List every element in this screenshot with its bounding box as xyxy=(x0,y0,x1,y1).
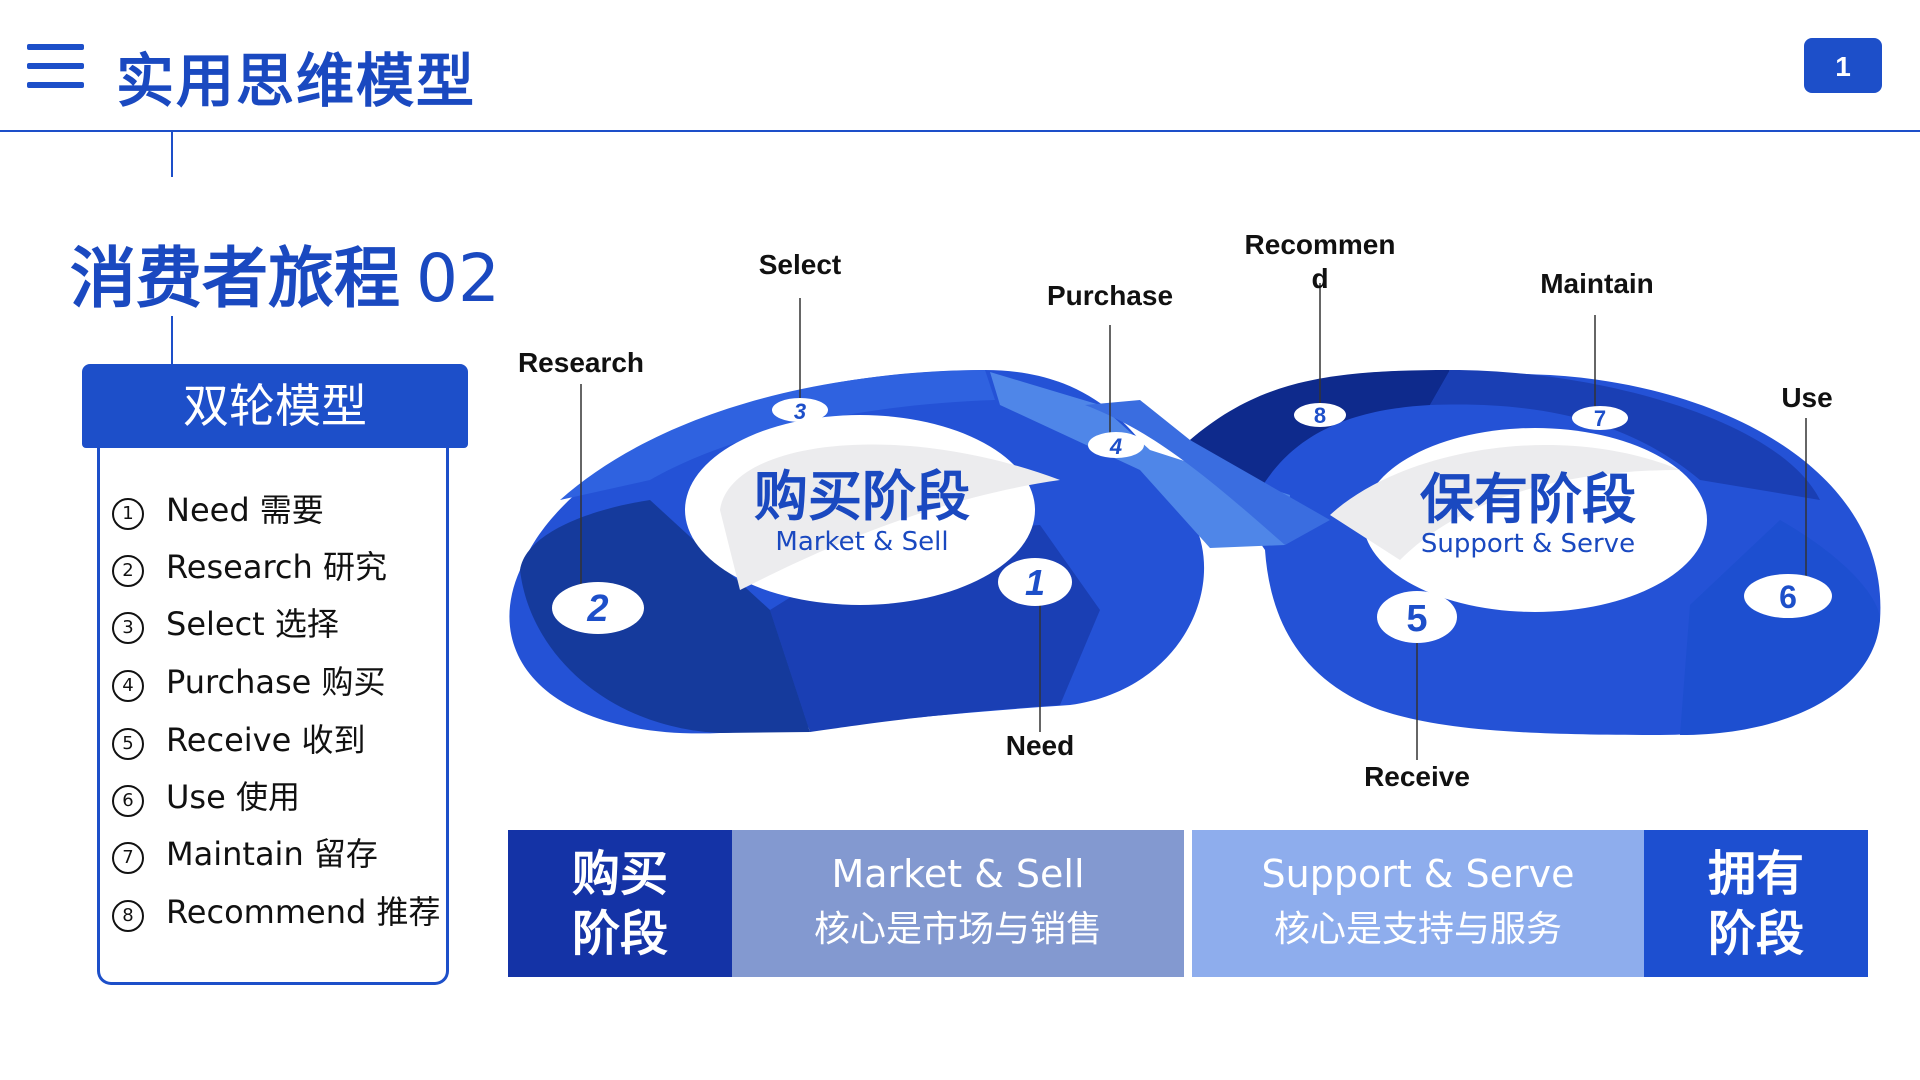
legend-number: 8 xyxy=(112,900,144,932)
left-loop-inner-shadow xyxy=(720,444,1060,590)
right-loop-top-right-band xyxy=(1430,370,1820,500)
support-serve-en: Support & Serve xyxy=(1261,852,1575,896)
legend-item-use: 6 Use 使用 xyxy=(112,777,300,817)
own-stage-block: 拥有 阶段 xyxy=(1644,830,1868,977)
own-stage-line2: 阶段 xyxy=(1707,906,1804,962)
crossing-band-mid xyxy=(1085,400,1330,545)
left-loop-bottom-edge xyxy=(520,500,810,733)
right-loop-top-band xyxy=(1190,370,1450,490)
legend-item-need: 1 Need 需要 xyxy=(112,490,324,530)
model-legend-box xyxy=(97,430,449,985)
left-loop xyxy=(509,370,1205,734)
marker-label: 7 xyxy=(1594,406,1606,431)
marker-label: 6 xyxy=(1779,579,1797,615)
section-title-text: 消费者旅程 xyxy=(70,240,400,317)
legend-number: 3 xyxy=(112,612,144,644)
marker-6: 6 xyxy=(1744,574,1832,618)
legend-label: Maintain 留存 xyxy=(166,835,378,873)
marker-4: 4 xyxy=(1088,432,1144,459)
callout-purchase: Purchase xyxy=(1047,280,1173,311)
page-title: 实用思维模型 xyxy=(116,47,477,115)
own-stage-line1: 拥有 xyxy=(1707,846,1804,902)
legend-label: Receive 收到 xyxy=(166,721,366,759)
legend-number: 1 xyxy=(112,498,144,530)
model-title: 双轮模型 xyxy=(82,364,468,448)
legend-label: Select 选择 xyxy=(166,605,339,643)
header-divider xyxy=(0,130,1920,132)
menu-icon[interactable] xyxy=(27,44,84,88)
callout-receive: Receive xyxy=(1364,761,1470,792)
loop-titles: 购买阶段 Market & Sell 保有阶段 Support & Serve xyxy=(754,465,1636,559)
legend-number: 4 xyxy=(112,670,144,702)
left-loop-top-band xyxy=(560,370,995,500)
marker-3: 3 xyxy=(772,398,828,424)
section-number: 02 xyxy=(416,240,500,317)
marker-label: 4 xyxy=(1109,434,1122,459)
marker-label: 1 xyxy=(1025,562,1045,603)
callout-recommend-line2: d xyxy=(1311,263,1328,294)
support-serve-cn: 核心是支持与服务 xyxy=(1273,909,1562,950)
legend-number: 6 xyxy=(112,785,144,817)
legend-label: Use 使用 xyxy=(166,778,300,816)
buy-stage-line1: 购买 xyxy=(571,846,668,902)
marker-2: 2 xyxy=(552,582,644,634)
right-loop-title: 保有阶段 xyxy=(1420,468,1636,531)
callout-labels: Research Select Purchase Recommen d Main… xyxy=(518,229,1833,792)
callout-need: Need xyxy=(1006,730,1074,761)
legend-item-receive: 5 Receive 收到 xyxy=(112,720,365,760)
marker-5: 5 xyxy=(1377,591,1457,643)
left-loop-subtitle: Market & Sell xyxy=(775,527,948,557)
callout-recommend-line1: Recommen xyxy=(1245,229,1396,260)
market-sell-cn: 核心是市场与销售 xyxy=(813,909,1102,950)
marker-label: 5 xyxy=(1406,598,1427,640)
marker-7: 7 xyxy=(1572,406,1628,431)
buy-stage-line2: 阶段 xyxy=(571,906,668,962)
connector-line-top xyxy=(171,132,173,177)
support-serve-block: Support & Serve 核心是支持与服务 xyxy=(1192,830,1644,977)
connector-line-mid xyxy=(171,316,173,366)
legend-item-maintain: 7 Maintain 留存 xyxy=(112,834,378,874)
right-loop-subtitle: Support & Serve xyxy=(1421,529,1635,559)
legend-number: 7 xyxy=(112,842,144,874)
marker-label: 2 xyxy=(586,588,608,630)
marker-label: 3 xyxy=(794,399,806,424)
legend-label: Research 研究 xyxy=(166,548,387,586)
callout-research: Research xyxy=(518,347,644,378)
legend-item-purchase: 4 Purchase 购买 xyxy=(112,662,386,702)
market-sell-en: Market & Sell xyxy=(831,852,1085,896)
right-loop-bottom-edge xyxy=(1680,520,1880,735)
marker-label: 8 xyxy=(1314,403,1326,428)
legend-item-recommend: 8 Recommend 推荐 xyxy=(112,892,440,932)
page-number-badge: 1 xyxy=(1804,38,1882,93)
crossing-band-light xyxy=(990,372,1290,548)
right-loop xyxy=(1190,370,1881,735)
callout-maintain: Maintain xyxy=(1540,268,1654,299)
legend-number: 5 xyxy=(112,728,144,760)
legend-label: Need 需要 xyxy=(166,491,324,529)
callout-select: Select xyxy=(759,249,842,280)
right-loop-inner-shadow xyxy=(1330,444,1680,560)
market-sell-block: Market & Sell 核心是市场与销售 xyxy=(732,830,1184,977)
crossing-band xyxy=(990,372,1330,548)
marker-1: 1 xyxy=(998,558,1072,606)
callout-lines xyxy=(580,283,1807,760)
legend-number: 2 xyxy=(112,555,144,587)
left-loop-title: 购买阶段 xyxy=(754,465,970,528)
legend-item-research: 2 Research 研究 xyxy=(112,547,387,587)
callout-use: Use xyxy=(1781,382,1832,413)
step-markers: 1 2 3 4 5 6 7 8 xyxy=(552,398,1832,643)
buy-stage-block: 购买 阶段 xyxy=(508,830,732,977)
header: 实用思维模型 1 xyxy=(0,0,1920,131)
legend-item-select: 3 Select 选择 xyxy=(112,604,339,644)
legend-label: Purchase 购买 xyxy=(166,663,386,701)
marker-8: 8 xyxy=(1294,403,1346,428)
legend-label: Recommend 推荐 xyxy=(166,893,441,931)
